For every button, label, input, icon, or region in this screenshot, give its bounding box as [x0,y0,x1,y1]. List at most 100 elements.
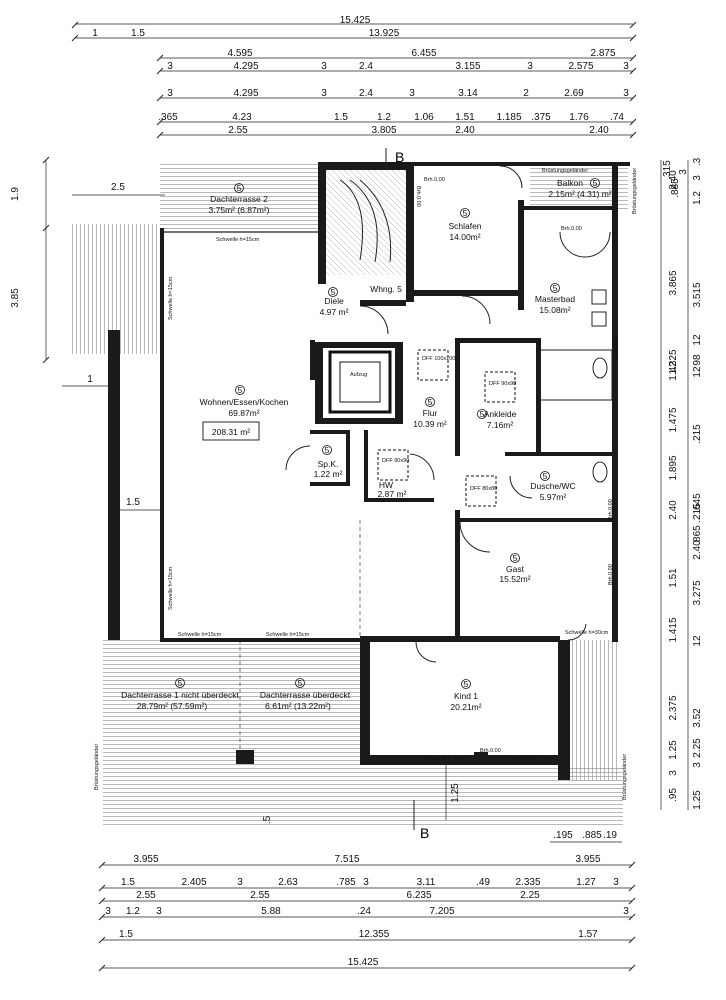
dimension-value: 1.9 [10,187,21,201]
dimension-line [629,94,637,102]
dimension-value: 2.575 [568,61,593,72]
dimension-line [156,131,164,139]
bottom-terrace-deck [103,765,623,827]
dimension-value: .645 [692,493,703,513]
railing-label: Brüstungsgeländer [94,744,100,790]
skylight-label: DFF 100x100 [422,356,455,362]
dimension-value: 5.88 [261,906,281,917]
dimension-value: 1.2 [692,191,703,205]
room-name-whng: Whng. 5 [370,284,402,294]
room-number: 5 [543,471,548,481]
sill-label: Brh.0.00 [561,226,582,232]
room-name-diele: Diele [324,296,344,306]
dimension-value: 1 [92,28,98,39]
sill-label: Brh 1.42 [613,336,619,357]
room-area-dusche: 5.97m² [540,492,567,502]
sill-label: Brh.0.00 [608,499,614,520]
dimension-value: 3 [156,906,162,917]
dimension-value: .215 [692,503,703,523]
elevator-label: Aufzug [350,372,367,378]
dimension-value: 3 [613,877,619,888]
room-number: 5 [463,208,468,218]
dimension-value: 7.515 [334,854,359,865]
room-name-spk: Sp.K. [318,459,339,469]
dimension-value: 1.5 [121,877,135,888]
threshold-label: Schwelle h=15cm [266,632,310,638]
dimension-value: 3 [692,762,703,768]
dimension-value: 4.23 [232,112,252,123]
room-name-gast: Gast [506,564,525,574]
dimension-line [156,94,164,102]
dimension-value: 7.205 [429,906,454,917]
dimension-value: 3 [321,61,327,72]
dimension-value: .785 [336,877,356,888]
room-name-flur: Flur [423,408,438,418]
dimension-line [42,356,50,364]
dimension-value: 1.185 [496,112,521,123]
total-area: 208.31 m² [212,427,250,437]
dimension-value: .865 [692,525,703,545]
dimension-value: 3.955 [575,854,600,865]
dimension-value: 3 [692,175,703,181]
dimension-line [98,964,106,972]
room-area-hw: 2.87 m² [378,489,407,499]
dimension-value: 1.25 [450,783,461,803]
railing-label: Brüstungsgeländer [542,168,588,174]
dimension-value: 3 [668,770,679,776]
room-area-dt1: 28.79m² (57.59m²) [137,701,208,711]
dimension-value: 3.85 [10,288,21,308]
dimension-value: .3 [692,157,703,166]
dimension-value: 3.955 [133,854,158,865]
dimension-line [156,118,164,126]
dimension-value: 2.55 [250,890,270,901]
dimension-value: 2.335 [515,877,540,888]
room-area-balkon: 2.15m² (4.31) m² [548,189,611,199]
dimension-value: 1.51 [455,112,475,123]
room-area-dachterrasse2: 3.75m² (6.87m²) [209,205,270,215]
dimension-value: .49 [476,877,490,888]
dimension-line [628,936,636,944]
dimension-value: .95 [668,788,679,802]
threshold-label-30: Schwelle h=30cm [565,630,609,636]
dimension-value: .74 [610,112,624,123]
room-area-masterbad: 15.08m² [539,305,570,315]
dimension-value: 2.40 [668,500,679,520]
dimension-value: 3 [527,61,533,72]
dimension-line [629,54,637,62]
dimension-value: 2.5 [111,182,125,193]
room-area-schlafen: 14.00m² [449,232,480,242]
dimension-line [42,224,50,232]
room-number: 5 [298,678,303,688]
dimension-line [628,861,636,869]
dimension-value: 2.40 [692,540,703,560]
room-area-gast: 15.52m² [499,574,530,584]
dimension-value: 2.25 [520,890,540,901]
dimension-value: 1.57 [578,929,598,940]
room-name-dt1: Dachterrasse 1 nicht überdeckt [121,690,239,700]
dimension-value: 3 [237,877,243,888]
dimension-value: 2.405 [181,877,206,888]
room-name-masterbad: Masterbad [535,294,575,304]
dimension-value: 2.55 [136,890,156,901]
dimension-value: 4.295 [233,88,258,99]
dimension-value: .5 [262,815,273,824]
dimension-value: .19 [603,830,617,841]
skylight-hw [377,449,409,481]
dimension-line [628,964,636,972]
railing-label: Brüstungsgeländer [622,754,628,800]
dimension-value: 1.25 [668,740,679,760]
dimension-value: 3.11 [417,877,436,888]
dimension-value: .365 [158,112,178,123]
room-area-diele: 4.97 m² [320,307,349,317]
dimension-value: 1 [87,374,93,385]
room-labels: 5 Dachterrasse 2 3.75m² (6.87m²) 5 Schla… [121,178,612,712]
section-marker-bottom: B [420,825,429,841]
sill-label: Brh.0.00 [480,748,501,754]
elevator-shaft [328,350,392,414]
dimension-value: 4.595 [227,48,252,59]
room-number: 5 [238,385,243,395]
room-area-spk: 1.22 m² [314,469,343,479]
annotations: Schwelle h=15cm Schwelle h=15cm Schwelle… [94,149,638,841]
sill-label: Brh.0.00 [608,564,614,585]
